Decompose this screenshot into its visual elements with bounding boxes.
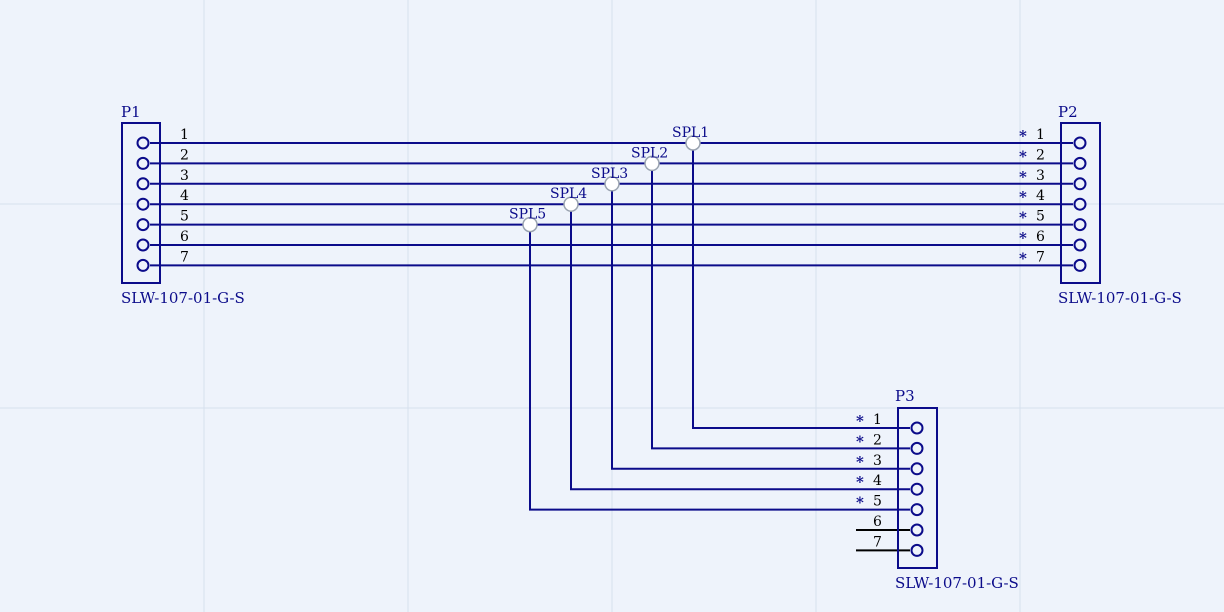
pin-label-p3-4: 4: [873, 473, 882, 489]
connector-p1[interactable]: P1 SLW-107-01-G-S 1 2 3 4 5 6 7: [121, 103, 245, 307]
pin-p2-6[interactable]: [1073, 238, 1087, 252]
pin-label-p3-6: 6: [873, 514, 882, 530]
connector-p1-body: [121, 122, 161, 284]
pin-marker-p3-4: *: [856, 473, 864, 491]
pin-p1-4[interactable]: [136, 197, 150, 211]
connector-p1-pins: 1 2 3 4 5 6 7: [136, 127, 189, 272]
pin-marker-p2-2: *: [1019, 147, 1027, 165]
pin-p1-2[interactable]: [136, 156, 150, 170]
connector-p2-ref: P2: [1058, 103, 1078, 121]
pin-label-p1-3: 3: [180, 168, 189, 184]
pin-label-p1-4: 4: [180, 188, 189, 204]
pin-marker-p3-2: *: [856, 432, 864, 450]
pin-label-p3-7: 7: [873, 534, 882, 550]
pin-p2-2[interactable]: [1073, 156, 1087, 170]
pin-label-p2-3: 3: [1036, 168, 1045, 184]
connector-p3[interactable]: P3 SLW-107-01-G-S 1 * 2 * 3 * 4 * 5 * 6 7: [856, 387, 1019, 592]
connector-p1-part: SLW-107-01-G-S: [121, 289, 245, 307]
wire-spl5-p3: [529, 224, 910, 511]
connector-p1-ref: P1: [121, 103, 141, 121]
pin-p3-4[interactable]: [910, 482, 924, 496]
connector-p3-part: SLW-107-01-G-S: [895, 574, 1019, 592]
wires: [150, 142, 1073, 552]
splice-label-spl2: SPL2: [631, 145, 668, 161]
connector-p2[interactable]: P2 SLW-107-01-G-S 1 * 2 * 3 * 4 * 5 * 6 * 7 *: [1019, 103, 1182, 307]
splice-spl3[interactable]: [604, 176, 620, 192]
pin-marker-p3-3: *: [856, 453, 864, 471]
pin-label-p1-1: 1: [180, 127, 189, 143]
pin-marker-p2-4: *: [1019, 188, 1027, 206]
connector-p3-pins: 1 * 2 * 3 * 4 * 5 * 6 7: [856, 412, 924, 557]
pin-label-p3-5: 5: [873, 494, 882, 510]
wire-spl2-p3: [651, 163, 910, 450]
pin-marker-p3-5: *: [856, 494, 864, 512]
pin-marker-p2-5: *: [1019, 209, 1027, 227]
splice-spl2[interactable]: [644, 155, 660, 172]
connector-p2-pins: 1 * 2 * 3 * 4 * 5 * 6 * 7 *: [1019, 127, 1087, 272]
pin-p1-7[interactable]: [136, 258, 150, 272]
pin-label-p3-2: 2: [873, 432, 882, 448]
pin-label-p3-1: 1: [873, 412, 882, 428]
connector-p2-part: SLW-107-01-G-S: [1058, 289, 1182, 307]
splice-label-spl3: SPL3: [591, 166, 628, 182]
wire-spl4-p3: [570, 204, 910, 491]
pin-p2-1[interactable]: [1073, 136, 1087, 150]
pin-label-p2-1: 1: [1036, 127, 1045, 143]
splice-spl1[interactable]: [685, 135, 701, 151]
splice-label-spl1: SPL1: [672, 125, 709, 141]
splice-spl5[interactable]: [522, 216, 538, 233]
pin-marker-p2-6: *: [1019, 229, 1027, 247]
connector-p3-body: [897, 407, 938, 569]
pin-p1-5[interactable]: [136, 218, 150, 232]
pin-p3-6[interactable]: [910, 523, 924, 537]
pin-marker-p2-3: *: [1019, 168, 1027, 186]
pin-p1-3[interactable]: [136, 177, 150, 191]
pin-p2-5[interactable]: [1073, 218, 1087, 232]
pin-p3-5[interactable]: [910, 503, 924, 517]
splice-label-spl4: SPL4: [550, 186, 587, 202]
pin-p3-1[interactable]: [910, 421, 924, 435]
pin-p3-7[interactable]: [910, 543, 924, 557]
pin-label-p2-2: 2: [1036, 147, 1045, 163]
connector-p3-ref: P3: [895, 387, 915, 405]
pin-label-p2-5: 5: [1036, 209, 1045, 225]
pin-label-p1-6: 6: [180, 229, 189, 245]
pin-label-p3-3: 3: [873, 453, 882, 469]
wire-spl1-p3: [692, 143, 910, 429]
pin-marker-p2-7: *: [1019, 249, 1027, 267]
pin-label-p1-5: 5: [180, 209, 189, 225]
pin-p3-3[interactable]: [910, 462, 924, 476]
connector-p2-body: [1060, 122, 1101, 284]
pin-p1-1[interactable]: [136, 136, 150, 150]
pin-p3-2[interactable]: [910, 441, 924, 455]
pin-p2-4[interactable]: [1073, 197, 1087, 211]
pin-label-p2-4: 4: [1036, 188, 1045, 204]
pin-p2-3[interactable]: [1073, 177, 1087, 191]
pin-marker-p3-1: *: [856, 412, 864, 430]
wire-spl3-p3: [611, 183, 910, 470]
splice-spl4[interactable]: [563, 196, 579, 212]
pin-p1-6[interactable]: [136, 238, 150, 252]
pin-label-p2-7: 7: [1036, 249, 1045, 265]
pin-label-p1-7: 7: [180, 249, 189, 265]
pin-label-p1-2: 2: [180, 147, 189, 163]
pin-p2-7[interactable]: [1073, 258, 1087, 272]
splice-label-spl5: SPL5: [509, 207, 546, 223]
pin-marker-p2-1: *: [1019, 127, 1027, 145]
pin-label-p2-6: 6: [1036, 229, 1045, 245]
